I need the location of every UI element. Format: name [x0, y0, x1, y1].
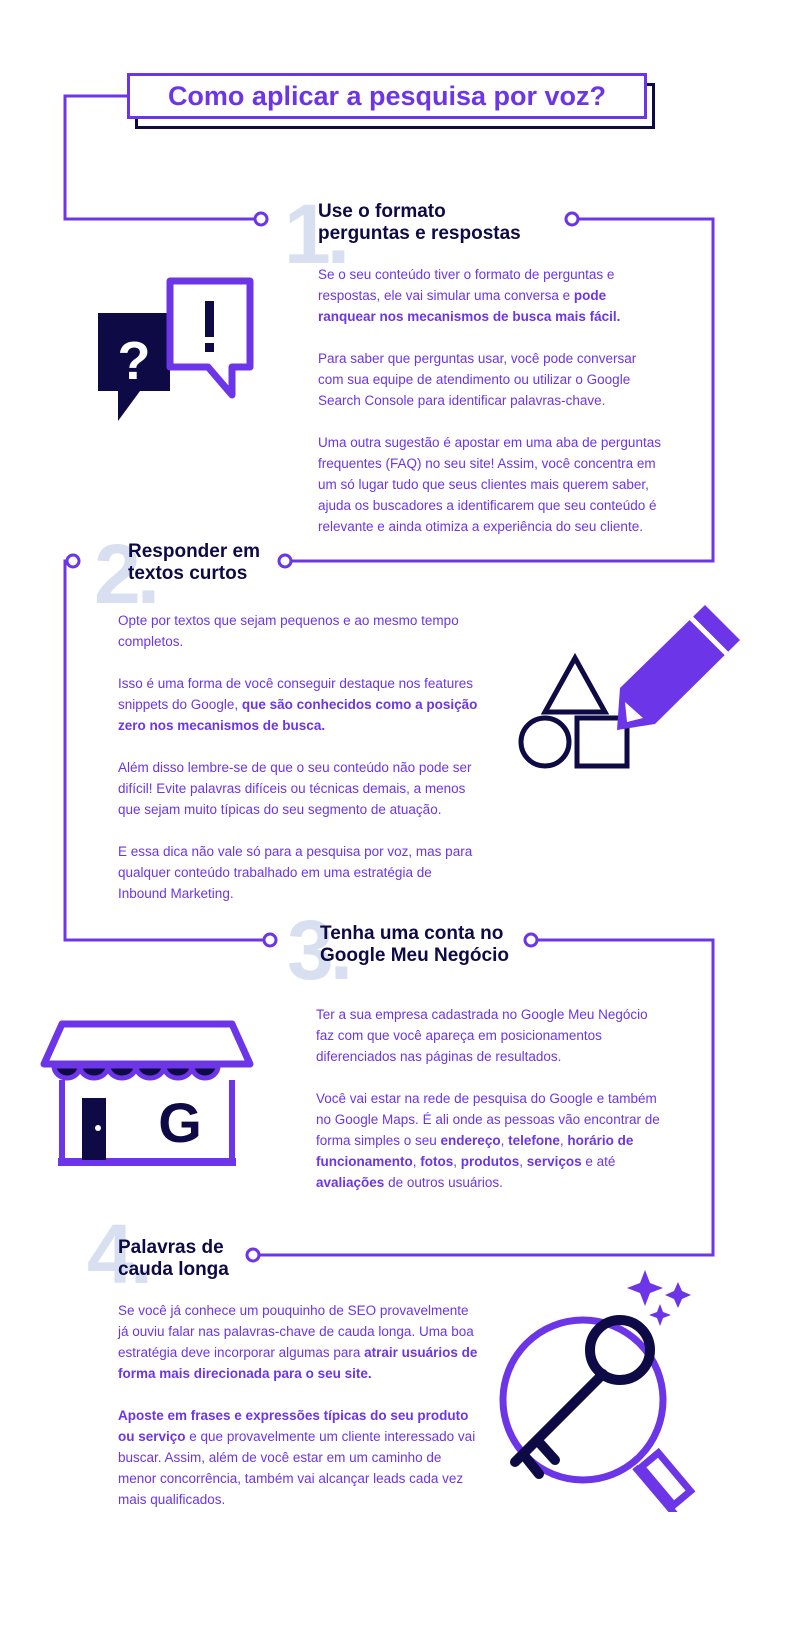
section-body: Ter a sua empresa cadastrada no Google M… — [316, 1007, 660, 1190]
section-number: 1. — [284, 187, 350, 281]
section-body: Se você já conhece um pouquinho de SEO p… — [118, 1303, 478, 1507]
shapes-pencil-icon — [518, 605, 740, 769]
key-magnifier-icon — [499, 1270, 696, 1512]
section-body: Opte por textos que sejam pequenos e ao … — [118, 613, 478, 901]
question-exclamation-bubbles-icon: ? — [98, 277, 254, 421]
section-number: 4. — [87, 1207, 153, 1301]
section-number: 3. — [287, 903, 353, 997]
svg-text:G: G — [158, 1091, 202, 1154]
title-text: Como aplicar a pesquisa por voz? — [167, 80, 607, 111]
section-number: 2. — [94, 527, 160, 621]
page-title: Como aplicar a pesquisa por voz? — [127, 73, 647, 119]
svg-text:?: ? — [118, 331, 151, 391]
section-body: Se o seu conteúdo tiver o formato de per… — [318, 267, 661, 534]
storefront-icon: G — [40, 1020, 254, 1166]
